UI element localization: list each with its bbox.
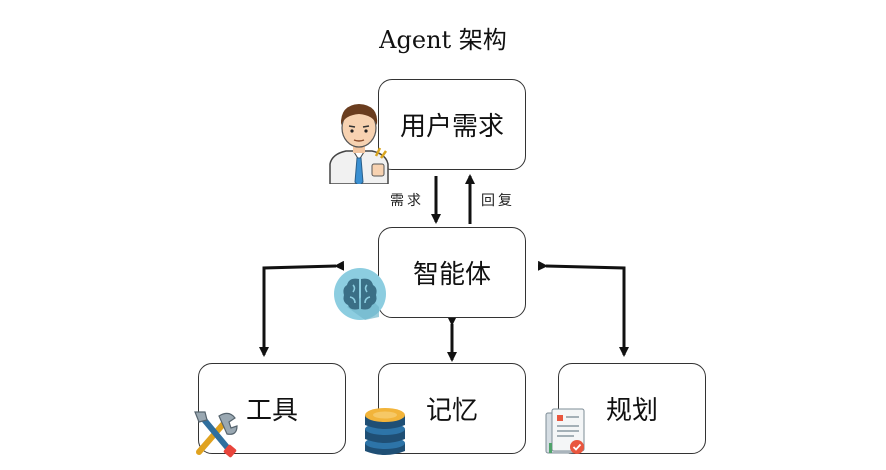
memory-label: 记忆 [425, 396, 478, 426]
agent-planning-arrow [537, 260, 629, 357]
tools-label: 工具 [245, 396, 298, 426]
agent-node: 智能体 [378, 227, 526, 318]
tools-icon [194, 411, 238, 458]
database-icon [365, 408, 405, 455]
agent-label: 智能体 [412, 260, 491, 290]
businessman-icon [329, 104, 389, 184]
diagram-title: Agent 架构 [379, 26, 507, 54]
document-checklist-icon [545, 408, 585, 454]
user-request-node: 用户需求 [378, 79, 526, 170]
planning-label: 规划 [605, 396, 658, 426]
reply-label: 回复 [481, 193, 515, 209]
user-request-label: 用户需求 [399, 112, 504, 142]
request-label: 需求 [390, 193, 424, 209]
brain-icon [334, 268, 386, 320]
agent-tools-arrow [259, 260, 345, 357]
